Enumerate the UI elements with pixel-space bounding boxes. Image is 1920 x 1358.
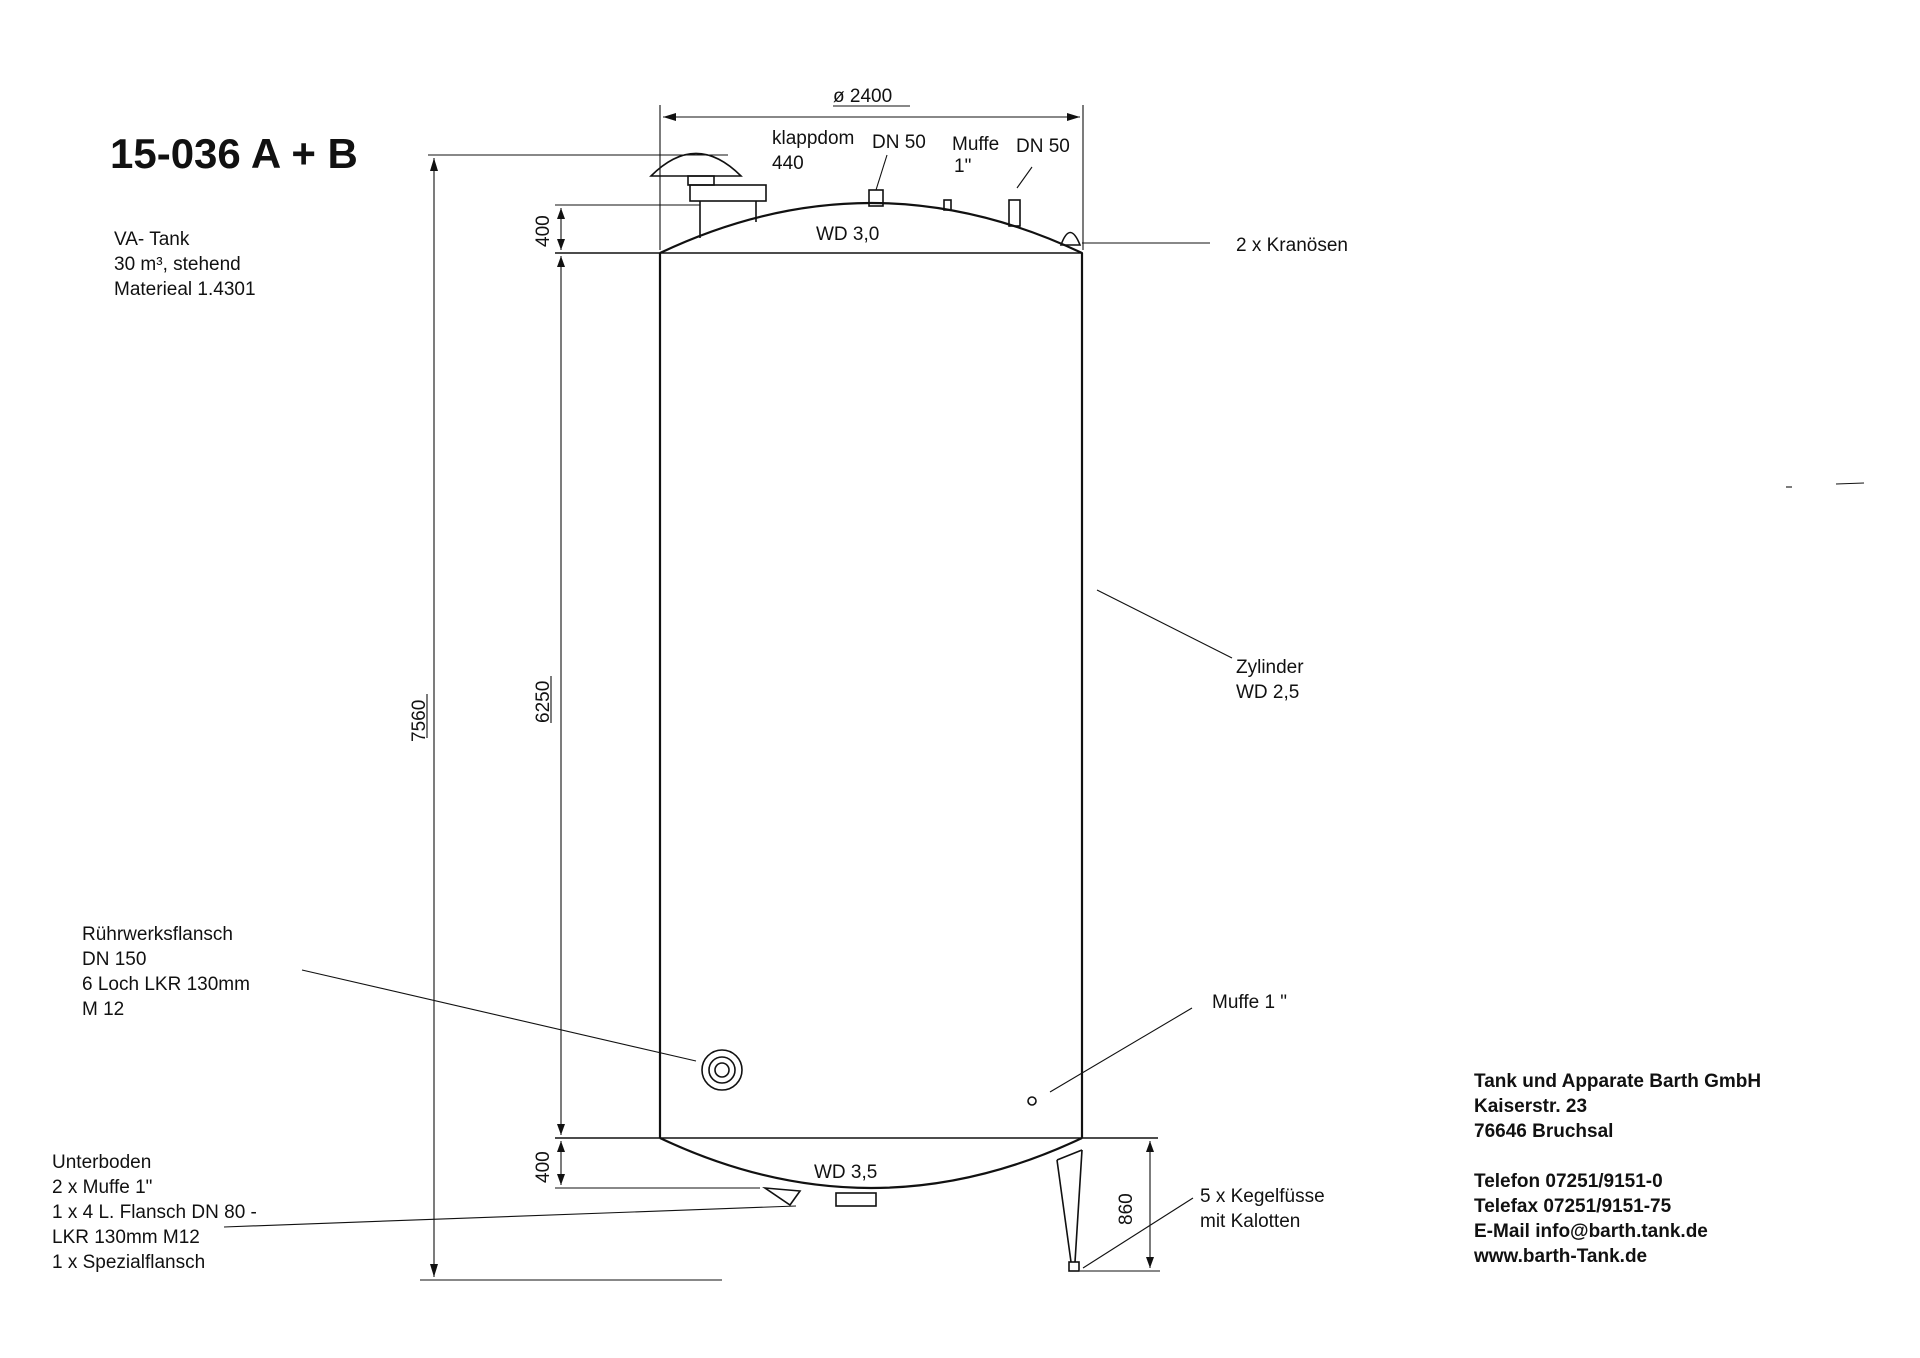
muffe-side-label: Muffe 1 " <box>1212 992 1287 1013</box>
leg-height-label: 860 <box>1116 1193 1137 1225</box>
feet-label: 5 x Kegelfüsse <box>1200 1186 1325 1207</box>
dn50-b-label: DN 50 <box>1016 136 1070 157</box>
company-web: www.barth-Tank.de <box>1473 1246 1647 1267</box>
nozzle-dn50-b <box>1008 199 1021 227</box>
tank-body <box>555 201 1158 1190</box>
ruehrwerk-loch: 6 Loch LKR 130mm <box>82 974 250 995</box>
total-height-label: 7560 <box>409 700 430 742</box>
muffe-side-icon <box>1027 1096 1037 1106</box>
diameter-dimension: ø 2400 <box>659 86 1084 250</box>
top-wall-label: WD 3,0 <box>816 224 879 245</box>
feet-kalotten: mit Kalotten <box>1200 1211 1300 1232</box>
desc-line-3: Materieal 1.4301 <box>114 279 256 300</box>
company-phone: Telefon 07251/9151-0 <box>1474 1171 1663 1192</box>
muffe-top-label: Muffe <box>952 134 999 155</box>
diameter-label: ø 2400 <box>833 86 892 107</box>
cylinder-height-label: 6250 <box>533 681 554 723</box>
ruehrwerk-flange-icon <box>701 1049 743 1091</box>
total-height-dimension: 7560 <box>409 154 728 1281</box>
drawing-title: 15-036 A + B <box>110 130 358 177</box>
cylinder-height-dimension: 6250 <box>533 256 565 1135</box>
zylinder-label: Zylinder <box>1236 657 1304 678</box>
ruehrwerk-label: Rührwerksflansch <box>82 924 233 945</box>
zylinder-wall: WD 2,5 <box>1236 682 1299 703</box>
top-head-label: 400 <box>533 215 554 247</box>
leg-height-dimension: 860 <box>1080 1141 1160 1272</box>
muffe-top <box>943 199 952 211</box>
desc-line-1: VA- Tank <box>114 229 190 250</box>
kranose-icon <box>1059 231 1082 246</box>
bottom-flange-icon <box>835 1192 877 1207</box>
muffe-top-size: 1" <box>954 156 971 177</box>
unterboden-muffe: 2 x Muffe 1" <box>52 1177 152 1198</box>
company-email: E-Mail info@barth.tank.de <box>1474 1221 1708 1242</box>
bottom-head-dimension: 400 <box>533 1141 760 1189</box>
klappdom-size: 440 <box>772 153 804 174</box>
ruehrwerk-dn: DN 150 <box>82 949 146 970</box>
klappdom-icon <box>649 152 767 238</box>
bottom-wall-label: WD 3,5 <box>814 1162 877 1183</box>
unterboden-lkr: LKR 130mm M12 <box>52 1227 200 1248</box>
unterboden-label: Unterboden <box>52 1152 151 1173</box>
spezialflansch-icon <box>762 1186 802 1207</box>
desc-line-2: 30 m³, stehend <box>114 254 241 275</box>
company-street: Kaiserstr. 23 <box>1474 1096 1587 1117</box>
unterboden-flansch: 1 x 4 L. Flansch DN 80 - <box>52 1202 257 1223</box>
leg-icon <box>1056 1149 1083 1272</box>
klappdom-label: klappdom <box>772 128 854 149</box>
dn50-a-label: DN 50 <box>872 132 926 153</box>
kranosen-label: 2 x Kranösen <box>1236 235 1348 256</box>
bottom-head-label: 400 <box>533 1151 554 1183</box>
unterboden-spezial: 1 x Spezialflansch <box>52 1252 205 1273</box>
company-fax: Telefax 07251/9151-75 <box>1474 1196 1672 1217</box>
company-city: 76646 Bruchsal <box>1474 1121 1613 1142</box>
top-head-dimension: 400 <box>533 204 700 250</box>
company-name: Tank und Apparate Barth GmbH <box>1474 1071 1761 1092</box>
ruehrwerk-m12: M 12 <box>82 999 124 1020</box>
